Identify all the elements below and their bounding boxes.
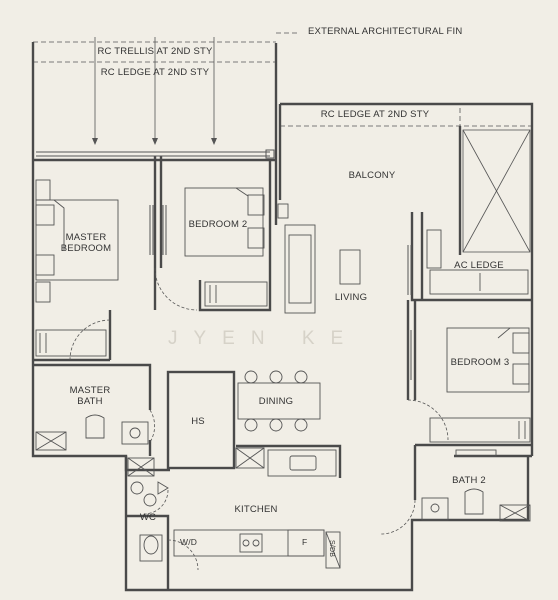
bath-fixtures <box>35 414 531 562</box>
wardrobes <box>35 179 531 443</box>
kitchen-counters <box>127 447 341 569</box>
rc-trellis-outline <box>33 32 532 127</box>
master-bath-label-1: MASTER <box>69 385 111 396</box>
ac-ledge-label: AC LEDGE <box>454 260 504 271</box>
watermark: JYEN KE <box>168 328 360 349</box>
ac-ledge-void <box>462 129 531 253</box>
bedroom2-label: BEDROOM 2 <box>188 219 248 230</box>
external-fin-label: EXTERNAL ARCHITECTURAL FIN <box>308 26 463 37</box>
beds <box>35 187 530 393</box>
bath2-label: BATH 2 <box>452 475 486 486</box>
hs-label: HS <box>191 416 205 427</box>
rc-ledge-right-label: RC LEDGE AT 2ND STY <box>320 109 430 120</box>
washer-dryer-label: W/D <box>180 537 198 547</box>
kitchen-label: KITCHEN <box>234 504 278 515</box>
dining-label: DINING <box>258 396 294 407</box>
living-label: LIVING <box>334 292 368 303</box>
fin-pointer-lines <box>94 37 215 140</box>
living-furniture <box>277 203 361 314</box>
balcony-label: BALCONY <box>348 170 396 181</box>
fridge-label: F <box>302 537 308 547</box>
master-bedroom-label-2: BEDROOM <box>60 243 112 254</box>
wc-label: WC <box>139 512 157 523</box>
windows <box>36 149 412 380</box>
door-swings <box>69 267 449 571</box>
master-bedroom-label-1: MASTER <box>65 232 107 243</box>
fin-arrowheads <box>92 138 217 145</box>
bedroom3-label: BEDROOM 3 <box>450 357 510 368</box>
walls <box>31 42 534 592</box>
rc-trellis-label: RC TRELLIS AT 2ND STY <box>97 46 213 57</box>
sdb-label: S/DB <box>328 540 335 558</box>
rc-ledge-left-label: RC LEDGE AT 2ND STY <box>100 67 210 78</box>
master-bath-label-2: BATH <box>77 396 103 407</box>
dining-set <box>237 370 321 432</box>
